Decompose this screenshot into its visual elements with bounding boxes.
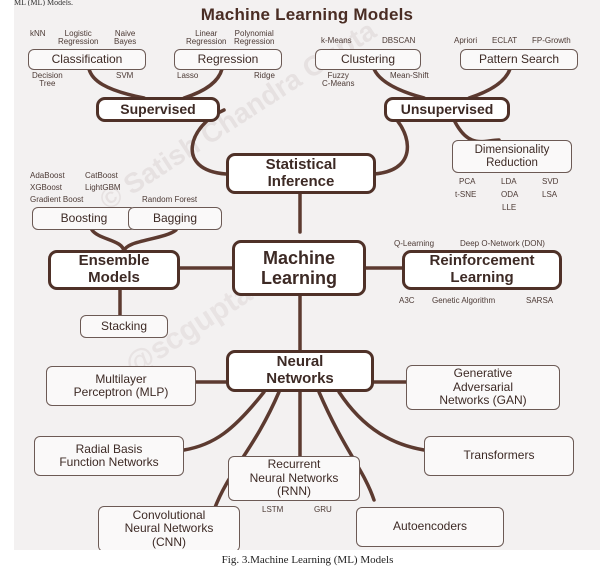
label-tsne: t-SNE (455, 190, 477, 199)
figure-caption: Fig. 3.Machine Learning (ML) Models (221, 554, 394, 566)
label-xgboost: XGBoost (30, 183, 63, 192)
node-clustering: Clustering (315, 49, 421, 70)
label-lle: LLE (502, 203, 517, 212)
node-stacking: Stacking (80, 315, 168, 338)
label-q-learning: Q-Learning (394, 239, 435, 248)
label-oda: ODA (501, 190, 519, 199)
link-neural-transformers (337, 390, 426, 452)
label-lda: LDA (501, 177, 517, 186)
label-random-forest: Random Forest (142, 195, 198, 204)
label-knn: kNN (30, 29, 46, 38)
label-lstm: LSTM (262, 505, 284, 514)
label-lightgbm: LightGBM (85, 183, 121, 192)
node-classification: Classification (28, 49, 146, 70)
label-catboost: CatBoost (85, 171, 118, 180)
link-neural-rbf (182, 390, 266, 452)
node-transformers: Transformers (424, 436, 574, 476)
label-lsa: LSA (542, 190, 558, 199)
node-bagging: Bagging (128, 207, 222, 230)
label-genetic-algorithm: Genetic Algorithm (432, 296, 496, 305)
label-fp-growth: FP-Growth (532, 36, 571, 45)
label-apriori: Apriori (454, 36, 478, 45)
node-autoencoders: Autoencoders (356, 507, 504, 547)
label-sarsa: SARSA (526, 296, 554, 305)
label-lasso: Lasso (177, 71, 199, 80)
diagram-title: Machine Learning Models (200, 5, 414, 24)
diagram-frame: ML (ML) Models. © Satish Chandra Gupta @… (14, 0, 600, 550)
label-gradient-boost: Gradient Boost (30, 195, 84, 204)
link-unsupervised-clustering (372, 67, 426, 100)
label-pca: PCA (459, 177, 476, 186)
link-unsupervised-pattern (467, 67, 512, 100)
label-dbscan: DBSCAN (382, 36, 416, 45)
link-ensemble-bagging (122, 228, 178, 254)
label-deep-q-network: Deep O-Network (DON) (460, 239, 545, 248)
node-supervised: Supervised (96, 97, 220, 122)
label-a3c: A3C (399, 296, 415, 305)
cropped-header-text: ML (ML) Models. (14, 0, 74, 6)
label-eclat: ECLAT (492, 36, 518, 45)
link-unsupervised-dimensionality (452, 118, 501, 144)
label-mean-shift: Mean-Shift (390, 71, 429, 80)
link-supervised-classification (87, 67, 146, 100)
label-gru: GRU (314, 505, 332, 514)
label-adaboost: AdaBoost (30, 171, 65, 180)
node-regression: Regression (174, 49, 282, 70)
label-svd: SVD (542, 177, 559, 186)
label-ridge: Ridge (254, 71, 275, 80)
label-kmeans: k-Means (321, 36, 352, 45)
label-svm: SVM (116, 71, 134, 80)
node-boosting: Boosting (32, 207, 136, 230)
node-pattern-search: Pattern Search (460, 49, 578, 70)
node-unsupervised: Unsupervised (384, 97, 510, 122)
link-supervised-regression (182, 67, 224, 100)
link-ensemble-boosting (90, 228, 126, 254)
